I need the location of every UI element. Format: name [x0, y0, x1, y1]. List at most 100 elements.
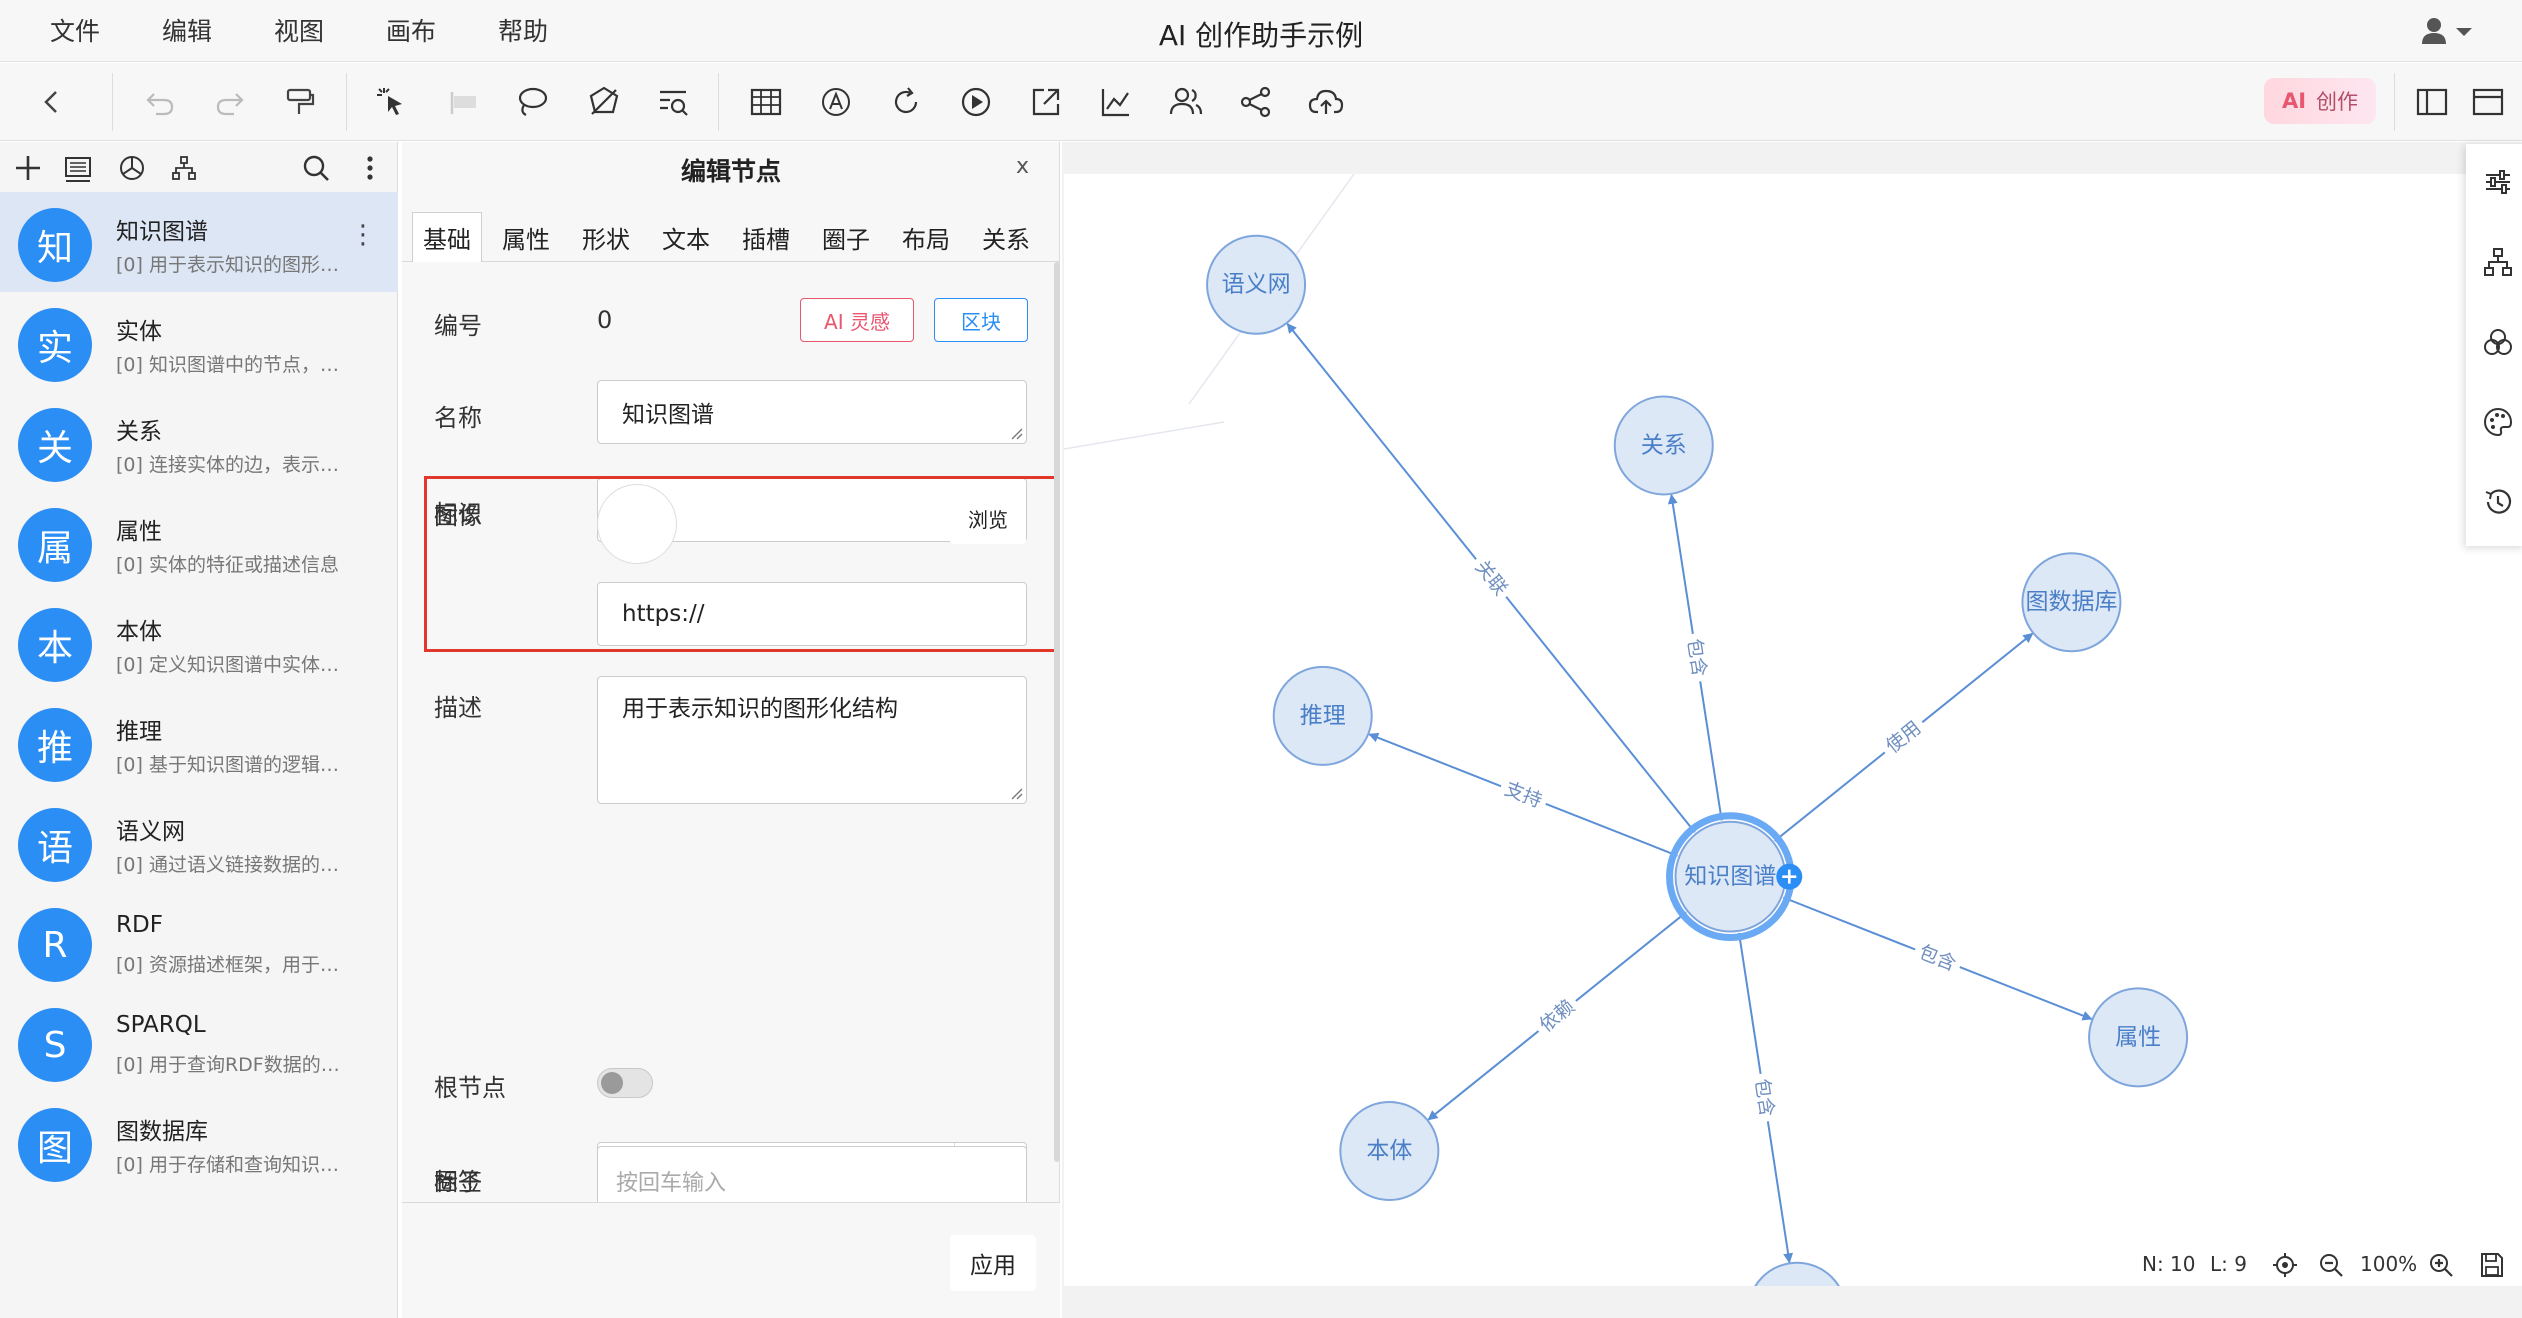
menu-canvas[interactable]: 画布	[386, 17, 437, 46]
menu-view[interactable]: 视图	[274, 17, 325, 46]
cluster-icon[interactable]	[584, 82, 624, 122]
save-icon[interactable]	[2480, 1252, 2504, 1278]
export-icon[interactable]	[1026, 82, 1066, 122]
menu-help[interactable]: 帮助	[498, 17, 549, 46]
more-vertical-icon[interactable]	[354, 152, 386, 184]
tab-text[interactable]: 文本	[662, 225, 710, 254]
menu-edit[interactable]: 编辑	[162, 17, 213, 46]
list-item[interactable]: 本本体[0] 定义知识图谱中实体的类别	[0, 592, 398, 692]
redo-icon[interactable]	[210, 82, 250, 122]
play-icon[interactable]	[956, 82, 996, 122]
block-button[interactable]: 区块	[934, 298, 1028, 342]
name-input[interactable]: 知识图谱	[597, 380, 1027, 444]
graph-node[interactable]: 关系	[1613, 395, 1714, 496]
undo-icon[interactable]	[140, 82, 180, 122]
share-icon[interactable]	[1236, 82, 1276, 122]
list-item-desc: [0] 通过语义链接数据的网络	[116, 854, 356, 876]
edge-label: 包含	[1910, 937, 1965, 980]
tab-properties[interactable]: 属性	[502, 225, 550, 254]
tag-input-box[interactable]: 按回车输入	[597, 1146, 1027, 1202]
more-vertical-icon[interactable]: ⋮	[350, 220, 376, 250]
add-icon[interactable]	[12, 152, 44, 184]
panel-scrollbar[interactable]	[1054, 262, 1060, 1162]
edge-label: 依赖	[1530, 990, 1585, 1042]
settings-sliders-icon[interactable]	[2478, 162, 2518, 202]
root-label: 根节点	[434, 1074, 506, 1102]
avatar: 本	[18, 608, 92, 682]
list-item[interactable]: 实实体[0] 知识图谱中的节点，表示具体事物	[0, 292, 398, 392]
desc-textarea[interactable]: 用于表示知识的图形化结构	[597, 676, 1027, 804]
select-icon[interactable]	[372, 82, 412, 122]
image-url-input[interactable]: https://	[597, 582, 1027, 646]
list-item-desc: [0] 知识图谱中的节点，表示具体事物	[116, 354, 356, 376]
sidebar-toggle-icon[interactable]	[2412, 82, 2452, 122]
graph-node[interactable]: 本体	[1339, 1101, 1440, 1202]
tag-label: 标签	[434, 1168, 482, 1196]
hierarchy-icon[interactable]	[2478, 242, 2518, 282]
tab-slots[interactable]: 插槽	[742, 225, 790, 254]
auto-layout-icon[interactable]	[816, 82, 856, 122]
graph-node[interactable]: 属性	[2088, 987, 2189, 1088]
lasso-icon[interactable]	[512, 82, 552, 122]
tab-circles[interactable]: 圈子	[822, 225, 870, 254]
cloud-upload-icon[interactable]	[1306, 82, 1346, 122]
list-item[interactable]: 语语义网[0] 通过语义链接数据的网络	[0, 792, 398, 892]
avatar: 属	[18, 508, 92, 582]
table-icon[interactable]	[746, 82, 786, 122]
root-node-toggle[interactable]	[597, 1068, 653, 1098]
refresh-icon[interactable]	[886, 82, 926, 122]
back-icon[interactable]	[32, 82, 72, 122]
close-icon[interactable]: x	[1015, 154, 1029, 179]
resize-handle-icon[interactable]	[1009, 426, 1023, 440]
search-icon[interactable]	[300, 152, 332, 184]
graph-node-selected[interactable]: 知识图谱	[1666, 812, 1803, 942]
list-view-icon[interactable]	[62, 152, 94, 184]
format-painter-icon[interactable]	[280, 82, 320, 122]
list-item[interactable]: 推推理[0] 基于知识图谱的逻辑推导	[0, 692, 398, 792]
users-icon[interactable]	[1166, 82, 1206, 122]
tab-relations[interactable]: 关系	[982, 225, 1030, 254]
tree-view-icon[interactable]	[168, 152, 200, 184]
list-item-desc: [0] 定义知识图谱中实体的类别	[116, 654, 356, 676]
graph-node[interactable]: 推理	[1272, 665, 1373, 766]
list-item-desc: [0] 实体的特征或描述信息	[116, 554, 339, 576]
locate-icon[interactable]	[2272, 1252, 2298, 1278]
image-preview[interactable]	[597, 484, 677, 564]
add-node-icon[interactable]	[1776, 863, 1803, 890]
tab-layout[interactable]: 布局	[902, 225, 950, 254]
edge-label: 包含	[1747, 1071, 1781, 1124]
graph-node[interactable]: 语义网	[1206, 234, 1307, 335]
zoom-out-icon[interactable]	[2318, 1252, 2344, 1278]
list-item[interactable]: 知知识图谱[0] 用于表示知识的图形化结构⋮	[0, 192, 398, 292]
pie-view-icon[interactable]	[116, 152, 148, 184]
graph-node[interactable]: 实体	[1748, 1261, 1846, 1286]
zoom-in-icon[interactable]	[2428, 1252, 2454, 1278]
circles-icon[interactable]	[2478, 322, 2518, 362]
tab-shape[interactable]: 形状	[582, 225, 630, 254]
ai-inspiration-button[interactable]: AI 灵感	[800, 298, 914, 342]
user-menu[interactable]	[2420, 16, 2476, 50]
window-icon[interactable]	[2468, 82, 2508, 122]
palette-icon[interactable]	[2478, 402, 2518, 442]
tab-basic[interactable]: 基础	[412, 212, 482, 262]
ai-create-button[interactable]: AI 创作	[2264, 78, 2376, 124]
browse-button[interactable]: 浏览	[950, 492, 1026, 544]
tag-input[interactable]: 按回车输入	[610, 1163, 806, 1199]
graph-node[interactable]: 图数据库	[2021, 552, 2122, 653]
list-item[interactable]: 属属性[0] 实体的特征或描述信息	[0, 492, 398, 592]
apply-button[interactable]: 应用	[950, 1235, 1036, 1291]
flag-icon[interactable]	[444, 82, 484, 122]
menu-file[interactable]: 文件	[50, 17, 101, 46]
history-icon[interactable]	[2478, 482, 2518, 522]
resize-handle-icon[interactable]	[1009, 786, 1023, 800]
chart-icon[interactable]	[1096, 82, 1136, 122]
search-list-icon[interactable]	[654, 82, 694, 122]
edge-label: 关联	[1465, 551, 1517, 605]
list-item[interactable]: 关关系[0] 连接实体的边，表示实体间的联系	[0, 392, 398, 492]
